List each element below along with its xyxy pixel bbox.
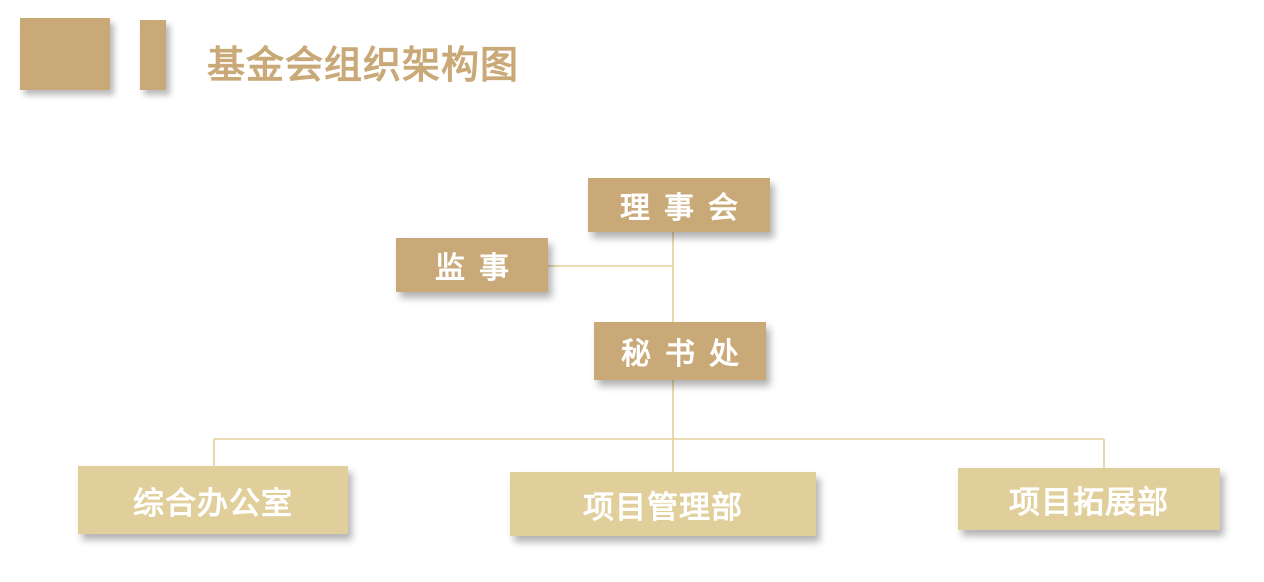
org-node-project-management: 项目管理部 <box>510 472 816 536</box>
org-node-project-development-label: 项目拓展部 <box>1009 484 1169 521</box>
org-node-project-management-label: 项目管理部 <box>583 489 743 526</box>
org-node-project-development: 项目拓展部 <box>958 468 1220 530</box>
header-decor-square <box>20 18 110 90</box>
org-node-general-office-label: 综合办公室 <box>133 485 293 522</box>
page-title: 基金会组织架构图 <box>207 43 520 87</box>
header-decor-bar <box>140 20 166 90</box>
org-node-supervisor: 监事 <box>396 238 548 292</box>
org-node-supervisor-label: 监事 <box>435 251 523 286</box>
org-node-board-label: 理事会 <box>620 191 752 226</box>
org-node-secretariat: 秘书处 <box>594 322 766 380</box>
org-node-board: 理事会 <box>588 178 770 232</box>
org-node-general-office: 综合办公室 <box>78 466 348 534</box>
org-node-secretariat-label: 秘书处 <box>621 337 753 372</box>
